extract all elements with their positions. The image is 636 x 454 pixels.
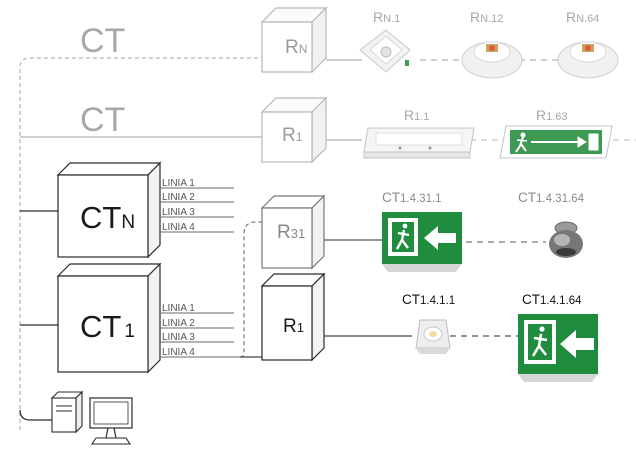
ct-label-top-1: CT (80, 101, 125, 139)
ct1-line-3: LINIA 3 (162, 332, 195, 343)
ct1-line-1: LINIA 1 (162, 303, 195, 314)
spotlight-icon[interactable] (549, 222, 583, 258)
device-ct14164-label: CT1.4.1.64 (522, 292, 582, 307)
device-rn12-label: RN.12 (470, 9, 503, 25)
panel-luminaire-icon[interactable] (364, 128, 474, 158)
device-ct14311-label: CT1.4.31.1 (382, 190, 442, 205)
ctn-line-1: LINIA 1 (162, 178, 195, 189)
exit-sign-left-icon[interactable] (382, 212, 462, 272)
ct1-line-2: LINIA 2 (162, 318, 195, 329)
square-downlight-icon[interactable] (416, 320, 450, 354)
computer-workstation-icon[interactable] (52, 392, 132, 444)
cabinet-ctn[interactable]: CTN (58, 163, 160, 257)
exit-sign-arrow-icon[interactable] (500, 126, 612, 158)
bus-to-workstation (20, 410, 52, 420)
exit-sign-left-icon[interactable] (518, 314, 598, 382)
ct-label-top-n: CT (80, 22, 125, 60)
device-ct1411-label: CT1.4.1.1 (402, 292, 455, 307)
rack-r31[interactable]: R31 (262, 196, 324, 268)
downlight-square-icon[interactable] (360, 30, 410, 72)
ct1-line-4: LINIA 4 (162, 347, 195, 358)
rack-rn[interactable]: RN (262, 8, 326, 72)
rack-r1[interactable]: R1 (262, 274, 324, 360)
device-r163-label: R1.63 (536, 107, 568, 123)
device-r11-label: R1.1 (404, 107, 429, 123)
device-rn1-label: RN.1 (373, 9, 400, 25)
downlight-round-icon[interactable] (558, 42, 618, 78)
rack-r1-label: R1 (283, 316, 304, 337)
ctn-line-3: LINIA 3 (162, 207, 195, 218)
device-rn64-label: RN.64 (566, 9, 599, 25)
rack-r1-top[interactable]: R1 (262, 98, 326, 162)
ctn-line-2: LINIA 2 (162, 192, 195, 203)
device-ct143164-label: CT1.4.31.64 (518, 190, 585, 205)
link-linia4-r31 (240, 222, 262, 357)
ctn-line-4: LINIA 4 (162, 222, 195, 233)
rack-r31-label: R31 (277, 222, 305, 243)
downlight-round-icon[interactable] (462, 42, 522, 78)
